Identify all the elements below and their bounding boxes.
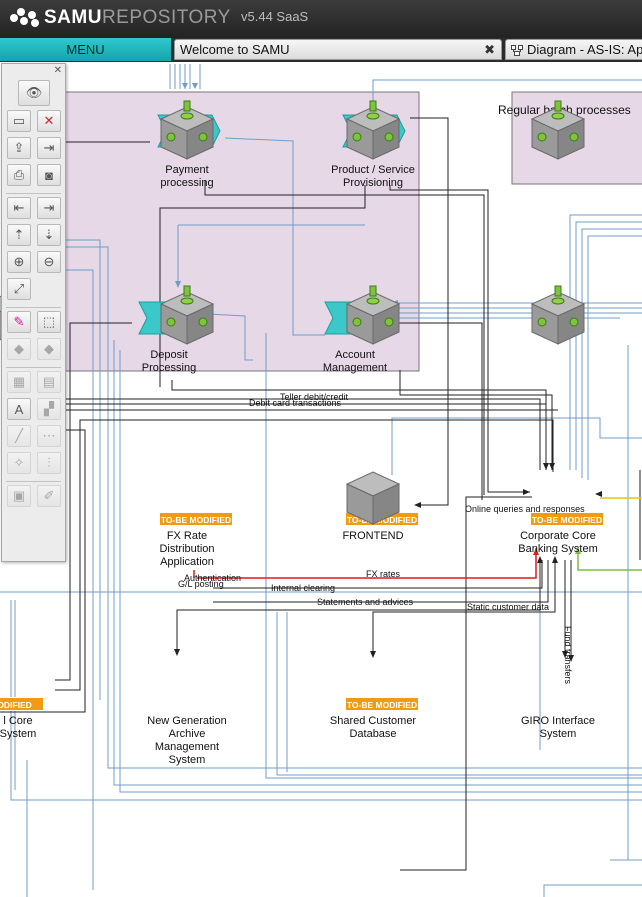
system-cube-icon[interactable]: [343, 99, 403, 161]
core-system-partial-label[interactable]: l Core System: [0, 715, 37, 740]
deposit-processing-label[interactable]: Deposit Processing: [141, 349, 197, 374]
menu-button[interactable]: MENU: [0, 38, 171, 61]
edge-label-gl-posting: G/L posting: [178, 579, 224, 589]
tab-welcome[interactable]: Welcome to SAMU ✖: [174, 39, 502, 60]
save-icon[interactable]: ▭: [7, 110, 31, 132]
diagram-tab-icon: [511, 44, 523, 56]
brand-primary: SAMU: [44, 7, 102, 28]
diagram-connectors: [0, 64, 642, 897]
edge-label-static-customer: Static customer data: [467, 602, 550, 612]
move-up-icon[interactable]: ⇡: [7, 224, 31, 246]
corporate-core-system-label[interactable]: Corporate Core Banking System: [518, 530, 598, 555]
line-icon[interactable]: ╱: [7, 425, 31, 447]
prev-icon[interactable]: ◆: [7, 338, 31, 360]
account-management-label[interactable]: Account Management: [322, 349, 388, 374]
shared-customer-db-label[interactable]: Shared Customer Database: [329, 715, 417, 740]
system-cube-icon[interactable]: [343, 284, 403, 346]
edge-label-internal-clearing: Internal clearing: [271, 583, 336, 593]
palette-divider: [6, 307, 61, 308]
screenshot-icon[interactable]: ◙: [37, 164, 61, 186]
system-cube-icon[interactable]: [528, 284, 588, 346]
zoom-in-icon[interactable]: ⊕: [7, 251, 31, 273]
edge-label-teller: Teller debit/credit: [280, 392, 349, 402]
import-icon[interactable]: ⇥: [37, 137, 61, 159]
frontend-system-label[interactable]: FRONTEND: [342, 530, 404, 542]
edge-label-online-queries: Online queries and responses: [465, 504, 585, 514]
layout-icon[interactable]: ▤: [37, 371, 61, 393]
palette-divider: [6, 481, 61, 482]
close-icon[interactable]: ✖: [484, 42, 495, 57]
palette-close-icon[interactable]: ✕: [53, 65, 62, 76]
grid-icon[interactable]: ▦: [7, 371, 31, 393]
upload-icon[interactable]: ⇪: [7, 137, 31, 159]
giro-interface-system-label[interactable]: GIRO Interface System: [521, 715, 595, 740]
tab-diagram-label: Diagram - AS-IS: Ap: [527, 42, 642, 57]
magic-icon[interactable]: ✧: [7, 452, 31, 474]
status-badge: TO-BE MODIFIED: [159, 512, 233, 526]
edge-label-fx-rates: FX rates: [366, 569, 401, 579]
archive-system-label[interactable]: New Generation Archive Management System: [147, 715, 227, 766]
payment-processing-label[interactable]: Payment processing: [160, 164, 214, 189]
edit-icon[interactable]: ✐: [37, 485, 61, 507]
system-cube-icon[interactable]: [157, 284, 217, 346]
select-area-icon[interactable]: ⬚: [37, 311, 61, 333]
provisioning-label[interactable]: Product / Service Provisioning: [331, 164, 415, 189]
system-cube-icon[interactable]: [157, 99, 217, 161]
logo-dots-icon: [10, 8, 40, 28]
fx-rate-system-label[interactable]: FX Rate Distribution Application: [159, 530, 215, 568]
move-right-icon[interactable]: ⇥: [37, 197, 61, 219]
view-mode-icon[interactable]: 👁: [18, 80, 50, 106]
status-badge: E MODIFIED: [0, 697, 44, 711]
status-badge: TO-BE MODIFIED: [345, 697, 419, 711]
brand-secondary: REPOSITORY: [101, 7, 231, 28]
move-down-icon[interactable]: ⇣: [37, 224, 61, 246]
palette-divider: [6, 367, 61, 368]
fit-icon[interactable]: ⤢: [7, 278, 31, 300]
move-left-icon[interactable]: ⇤: [7, 197, 31, 219]
print-icon[interactable]: ⎙: [7, 164, 31, 186]
version-label: v5.44 SaaS: [241, 9, 309, 24]
diagram-canvas[interactable]: Regular batch processes Payment processi…: [0, 62, 642, 897]
delete-icon[interactable]: ✕: [37, 110, 61, 132]
zoom-out-icon[interactable]: ⊖: [37, 251, 61, 273]
system-cube-icon[interactable]: [528, 99, 588, 161]
tab-welcome-label: Welcome to SAMU: [180, 42, 290, 57]
properties-icon[interactable]: ⫶: [37, 452, 61, 474]
edge-label-authentication: Authentication: [184, 573, 242, 583]
next-icon[interactable]: ◆: [37, 338, 61, 360]
status-badge: TO-BE MODIFIED: [530, 512, 604, 526]
connector-icon[interactable]: ⋯: [37, 425, 61, 447]
edge-label-fund-transfers: Fund transfers: [563, 626, 573, 685]
edge-label-debit-card: Debit card transactions: [249, 398, 342, 408]
shape-icon[interactable]: ▞: [37, 398, 61, 420]
edge-label-statements: Statements and advices: [317, 597, 414, 607]
tool-palette[interactable]: ✕ 👁 ▭ ✕ ⇪ ⇥ ⎙ ◙ ⇤ ⇥ ⇡ ⇣ ⊕ ⊖ ⤢ ✎ ⬚ ◆ ◆ ▦ ▤ A ▞ ╱ ⋯ ✧ ⫶ ▣ ✐: [1, 63, 66, 562]
tab-diagram[interactable]: Diagram - AS-IS: Ap: [505, 39, 642, 60]
highlight-icon[interactable]: ✎: [7, 311, 31, 333]
unnamed-system-cube-icon[interactable]: [343, 464, 403, 526]
text-icon[interactable]: A: [7, 398, 31, 420]
add-object-icon[interactable]: ▣: [7, 485, 31, 507]
palette-divider: [6, 193, 61, 194]
